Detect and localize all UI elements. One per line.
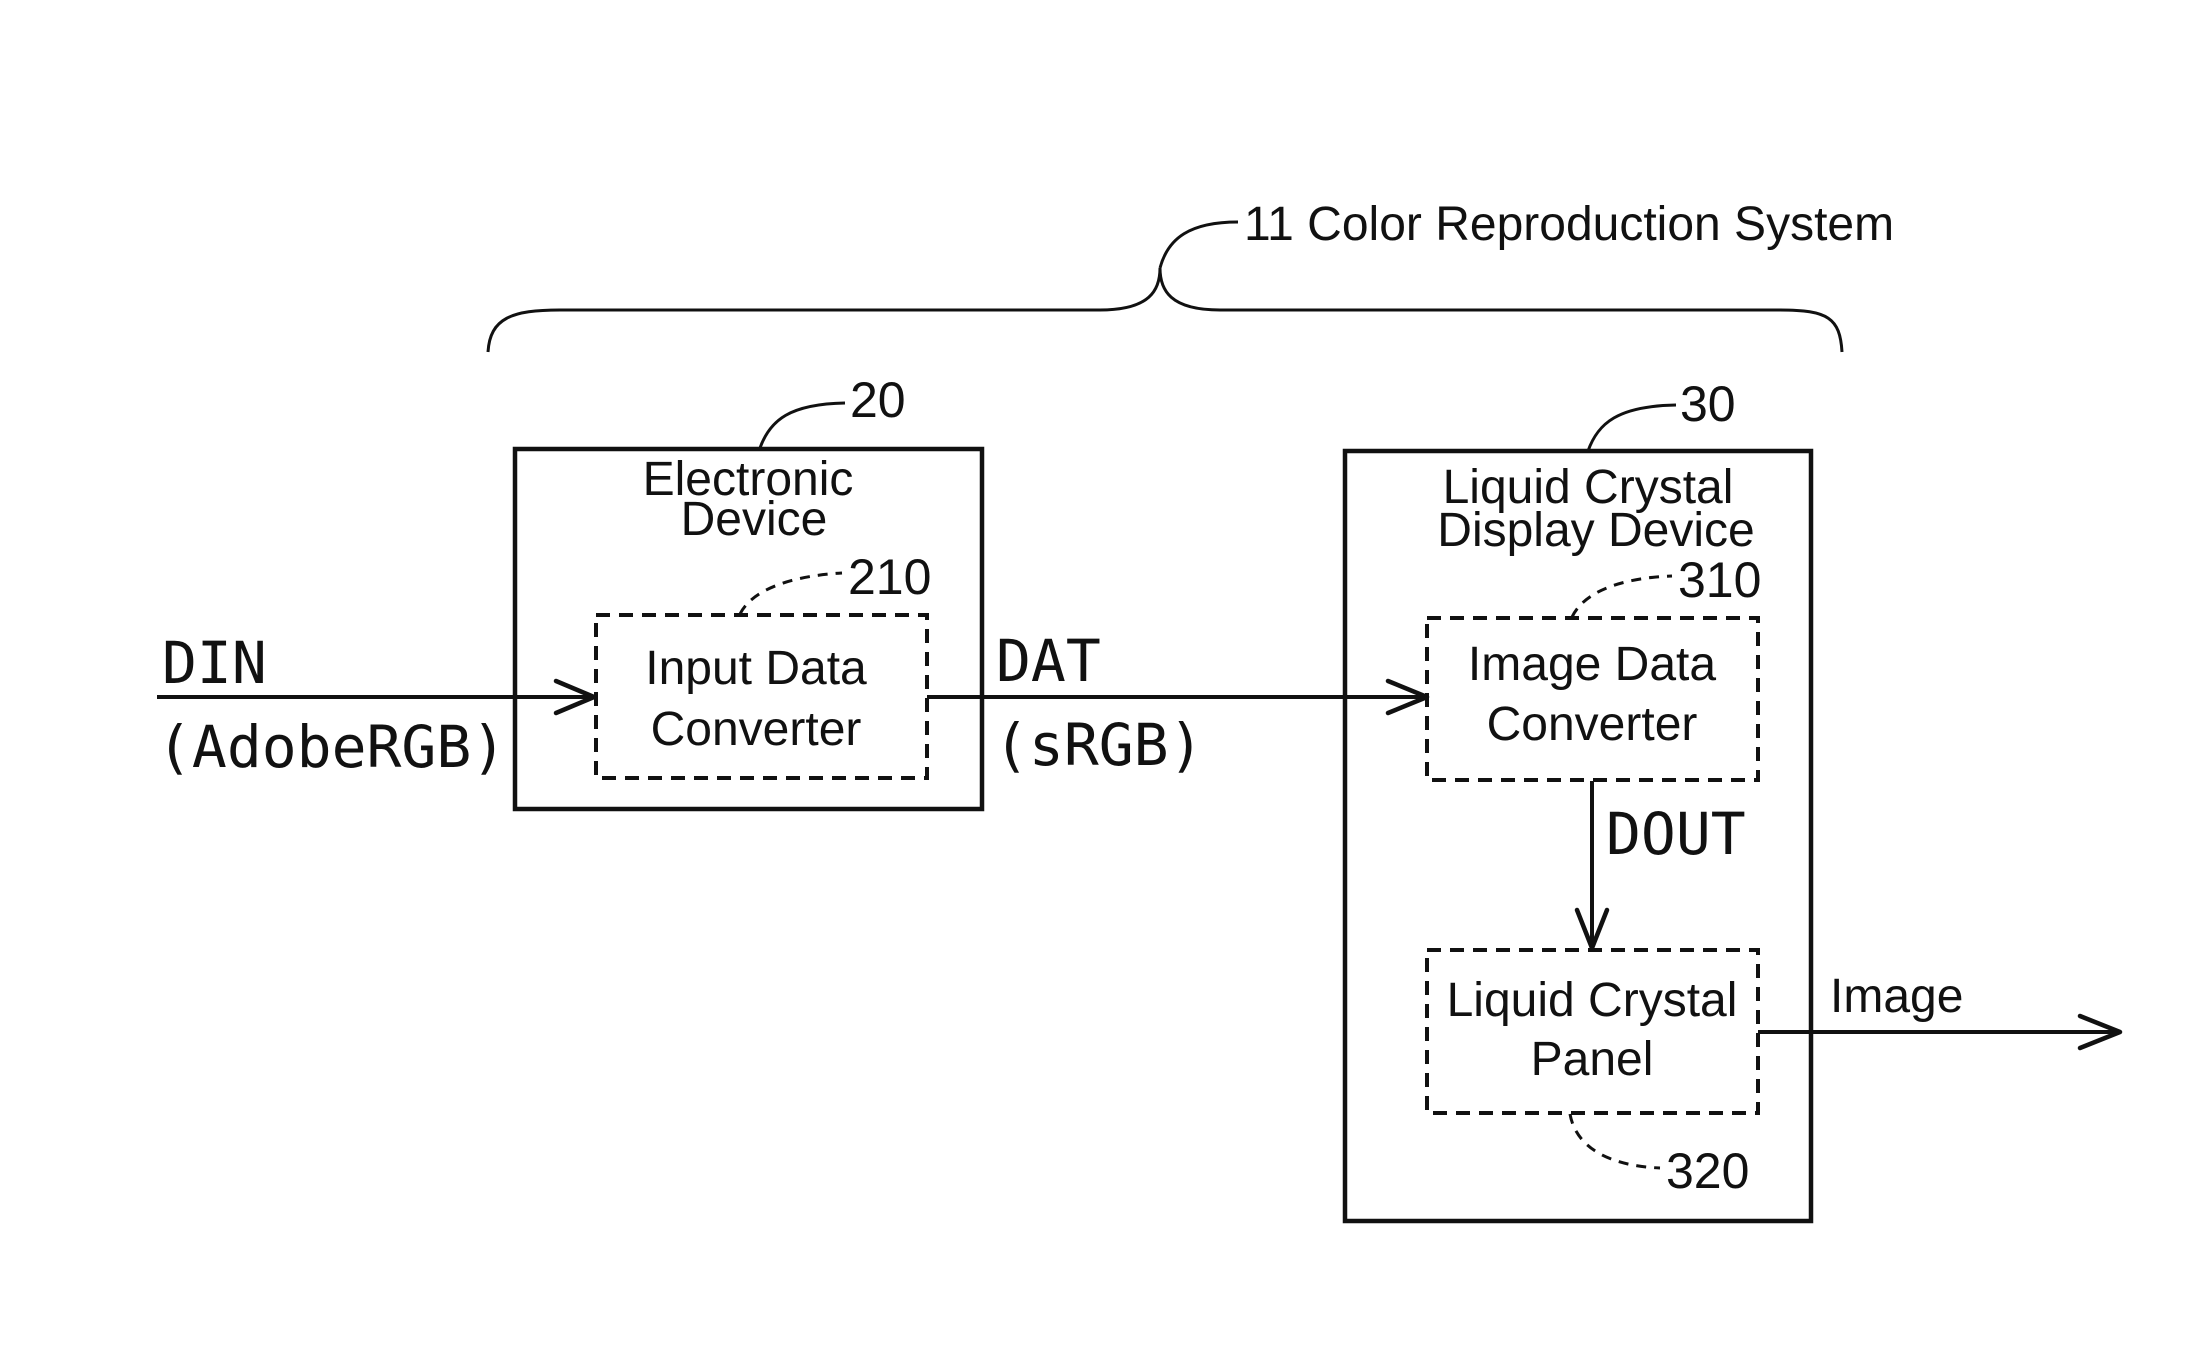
image-output-label: Image xyxy=(1830,970,1963,1023)
image-data-converter-leader xyxy=(1572,576,1672,617)
image-data-converter-line2: Converter xyxy=(1487,698,1698,751)
electronic-device-ref: 20 xyxy=(850,372,906,428)
lcd-device-leader xyxy=(1588,405,1676,451)
system-leader xyxy=(1160,222,1238,268)
system-brace xyxy=(488,268,1842,352)
image-data-converter-line1: Image Data xyxy=(1468,638,1716,691)
liquid-crystal-panel-line1: Liquid Crystal xyxy=(1447,974,1738,1027)
dat-color-space: (sRGB) xyxy=(994,711,1204,779)
electronic-device-leader xyxy=(760,403,845,448)
electronic-device-title-line2: Device xyxy=(681,493,828,546)
input-data-converter-line2: Converter xyxy=(651,703,862,756)
din-color-space: (AdobeRGB) xyxy=(157,713,506,781)
dat-label: DAT xyxy=(996,627,1101,695)
liquid-crystal-panel-leader xyxy=(1570,1114,1660,1168)
lcd-device-title-line2: Display Device xyxy=(1437,504,1754,557)
dout-label: DOUT xyxy=(1606,800,1746,868)
system-label: 11 Color Reproduction System xyxy=(1244,198,1894,251)
input-data-converter-leader xyxy=(740,573,842,614)
image-data-converter-ref: 310 xyxy=(1678,552,1761,608)
liquid-crystal-panel-ref: 320 xyxy=(1666,1143,1749,1199)
liquid-crystal-panel-line2: Panel xyxy=(1531,1033,1654,1086)
lcd-device-ref: 30 xyxy=(1680,376,1736,432)
input-data-converter-ref: 210 xyxy=(848,549,931,605)
input-data-converter-line1: Input Data xyxy=(645,642,867,695)
din-label: DIN xyxy=(162,629,267,697)
